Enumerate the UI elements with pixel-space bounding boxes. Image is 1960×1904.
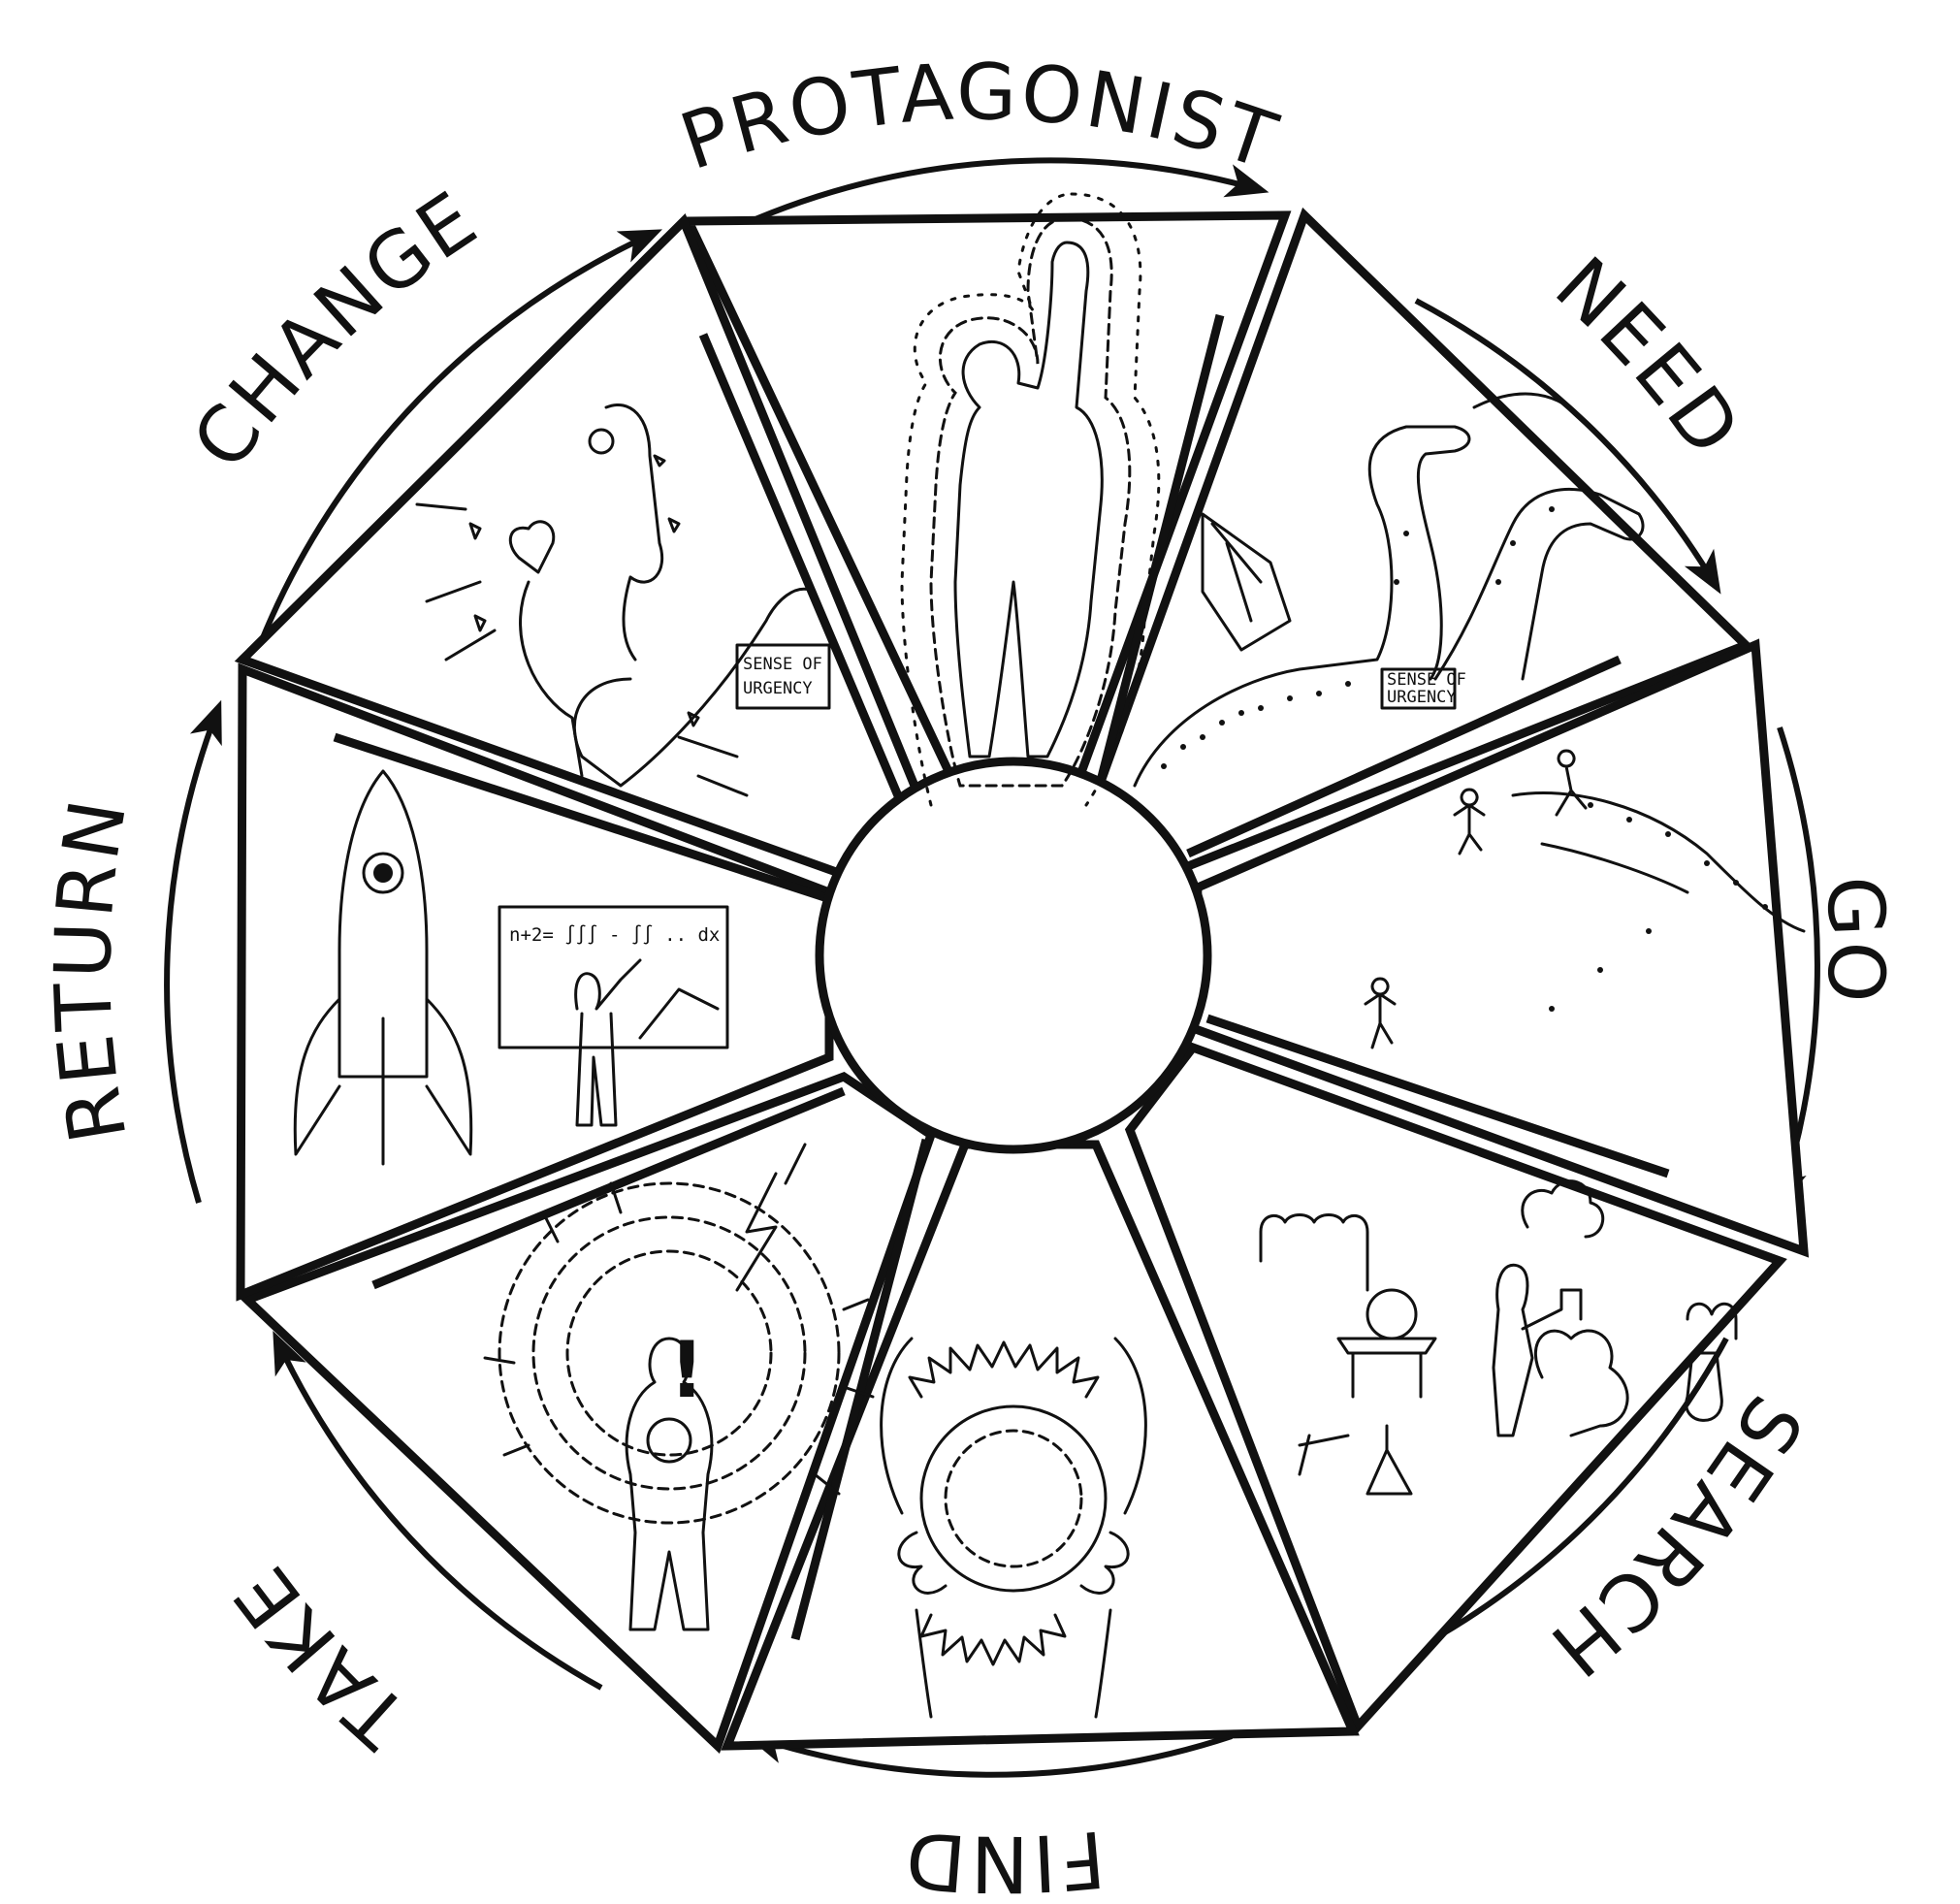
search-laboratory-illustration	[1259, 1179, 1738, 1496]
arrow-change-to-protagonist	[259, 229, 663, 642]
go-hill-illustration	[1364, 749, 1806, 1049]
change-urgency-sign-line1: SENSE OF	[743, 655, 822, 674]
arrow-take-to-return	[273, 1331, 603, 1691]
need-urgency-sign-line2: URGENCY	[1387, 688, 1457, 707]
take-figure-illustration: !	[483, 1143, 875, 1631]
arrow-need-to-go	[1414, 298, 1721, 595]
arrow-protagonist-to-need	[740, 157, 1269, 228]
change-urgency-sign-line2: URGENCY	[743, 679, 813, 698]
center-hub	[815, 757, 1212, 1154]
label-take: TAKE	[216, 1549, 426, 1765]
chalkboard-equation: n+2= ∫∫∫ - ∫∫ .. dx	[509, 924, 720, 946]
need-urgency-sign-line1: SENSE OF	[1387, 670, 1466, 690]
label-need: NEED	[1538, 240, 1759, 473]
label-return: RETURN	[38, 791, 145, 1149]
exclamation-icon: !	[669, 1325, 707, 1415]
protagonist-figure-illustration	[900, 192, 1161, 807]
find-glowing-orb-illustration	[880, 1337, 1147, 1719]
arrow-return-to-change	[164, 699, 222, 1204]
arrow-find-to-take	[743, 1730, 1233, 1778]
need-dinosaur-illustration: SENSE OF URGENCY	[1133, 392, 1645, 788]
label-go: GO	[1810, 875, 1902, 1007]
label-change: CHANGE	[176, 174, 495, 485]
return-rocket-illustration: n+2= ∫∫∫ - ∫∫ .. dx	[293, 769, 729, 1166]
change-dinosaur-hug-illustration: SENSE OF URGENCY	[415, 403, 831, 797]
segment-take	[239, 1071, 937, 1755]
cycle-arrows	[164, 157, 1820, 1778]
label-find: FIND	[900, 1813, 1109, 1904]
segment-divider-bars	[333, 313, 1670, 1641]
